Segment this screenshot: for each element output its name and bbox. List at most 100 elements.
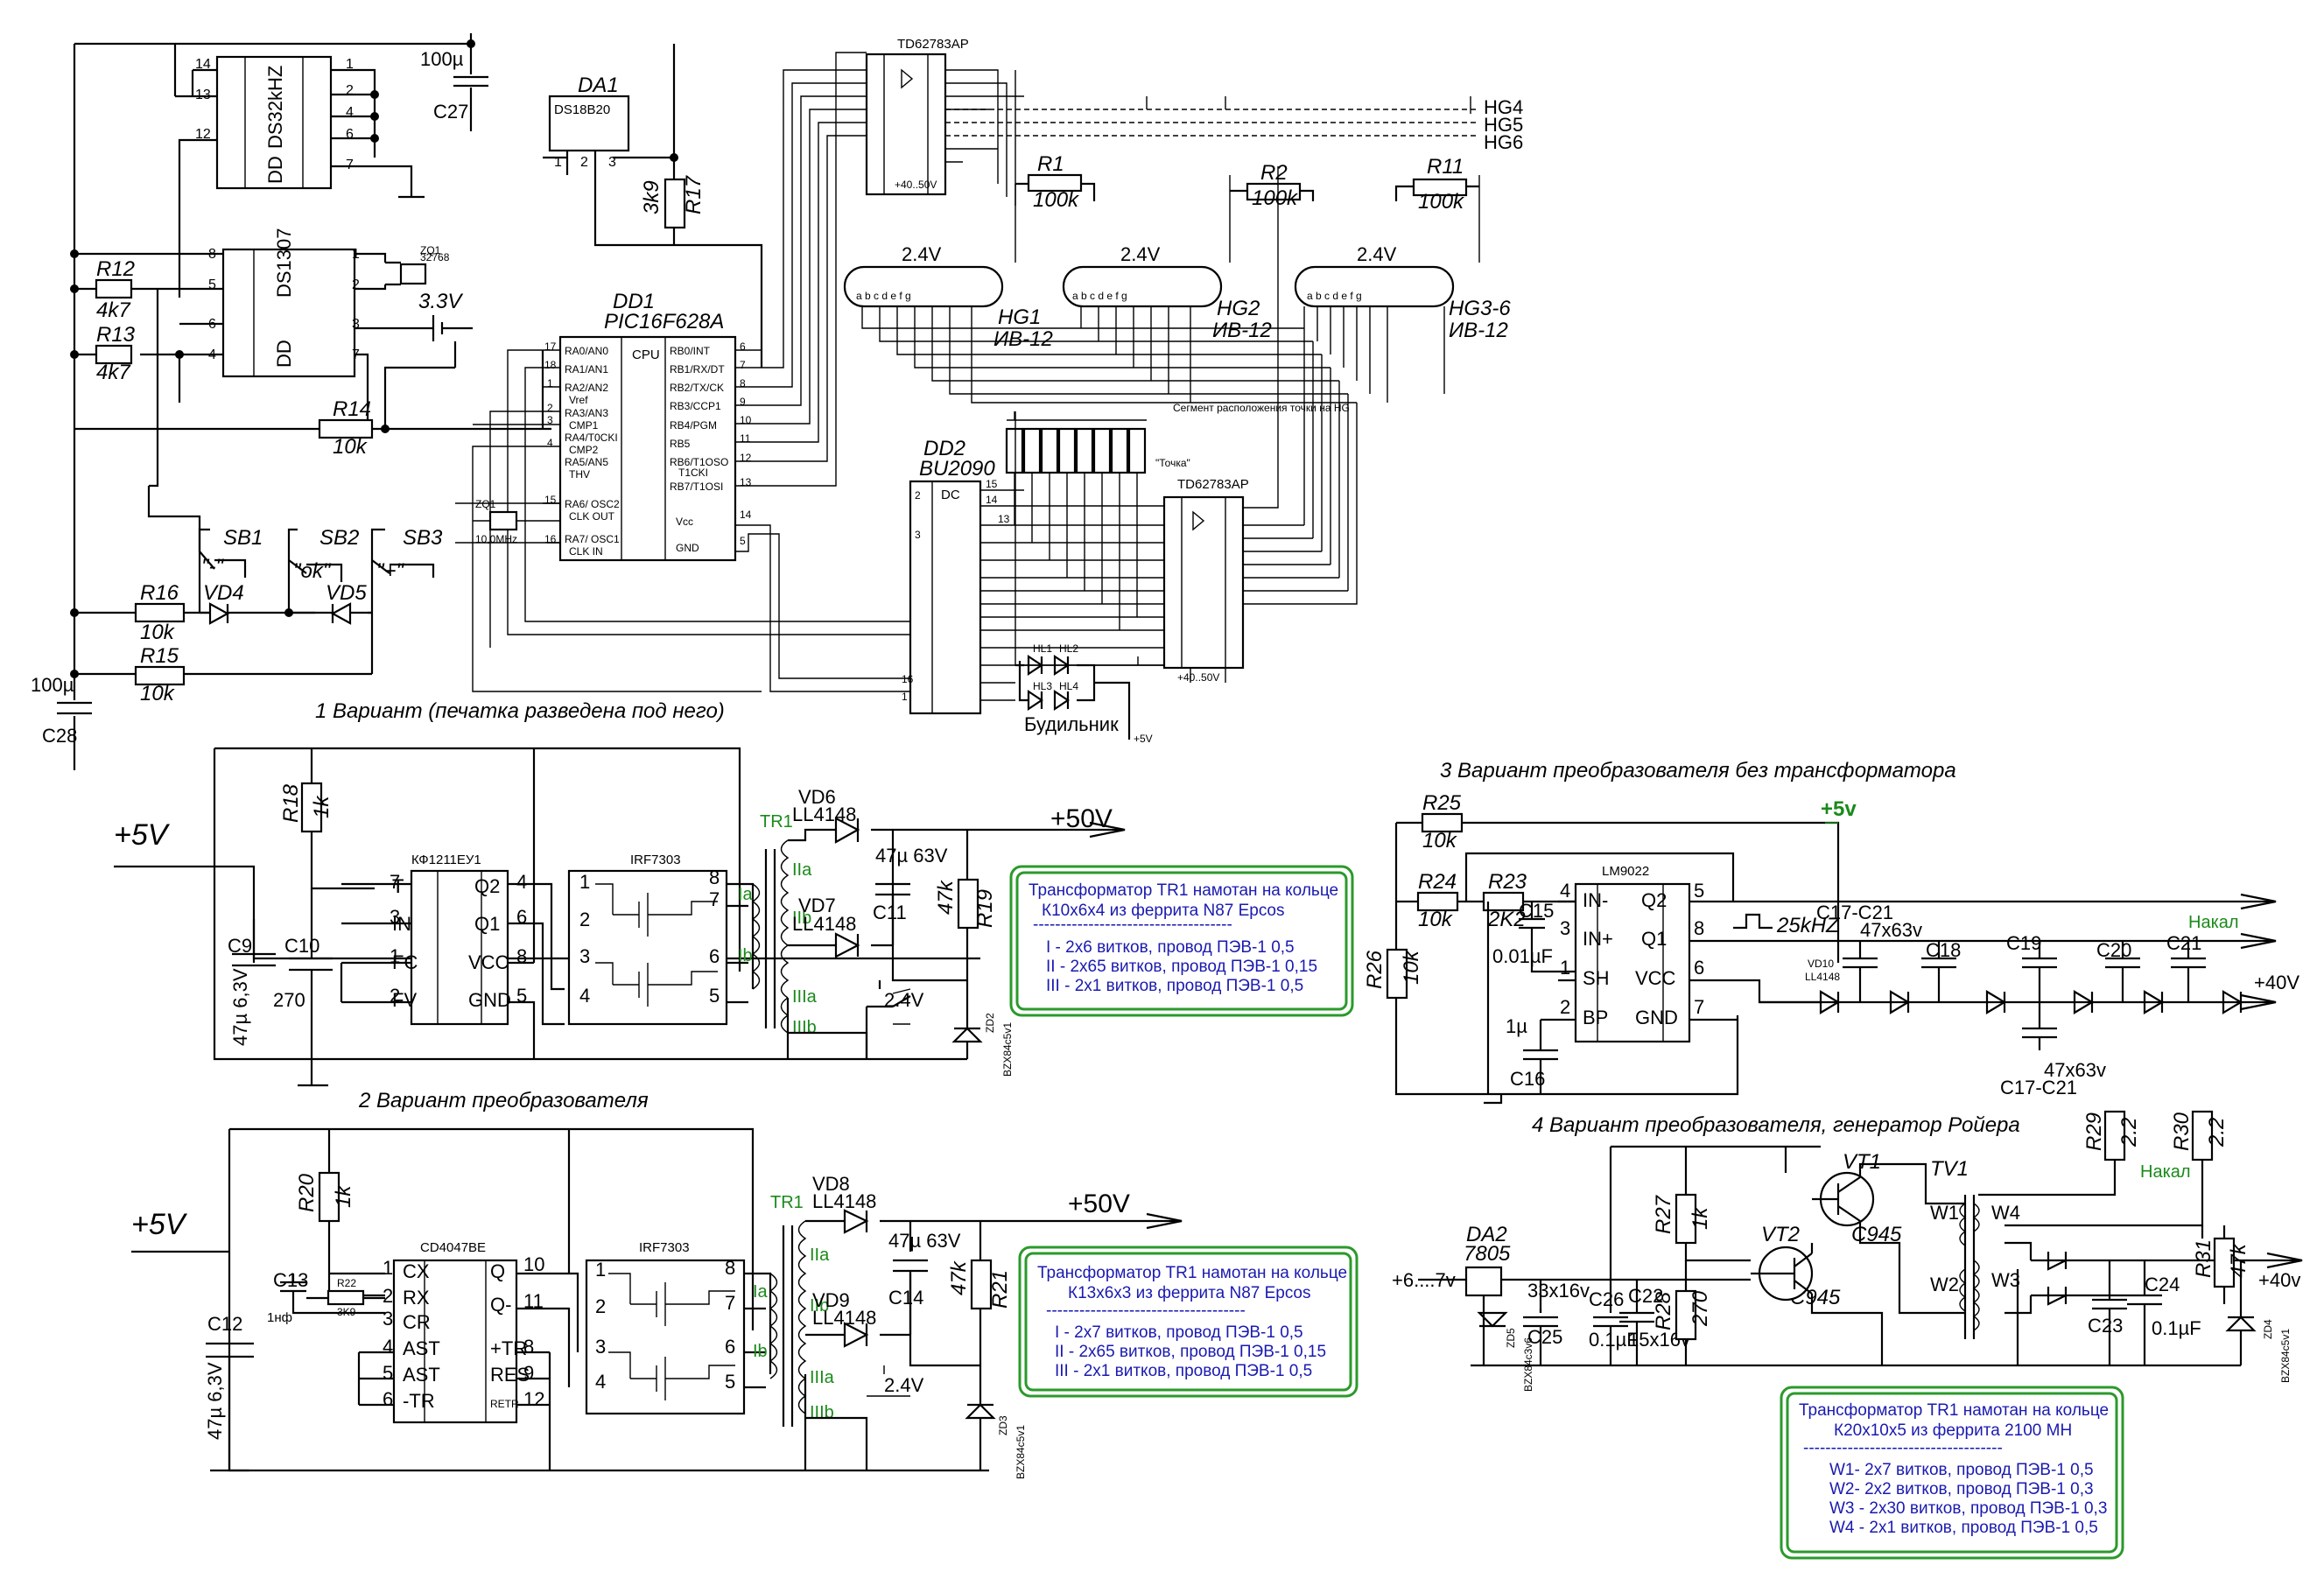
zd3-zener: ZD3 BZX84c5v1: [965, 1403, 1027, 1479]
vd10-name: VD10: [1808, 958, 1834, 970]
sb3-name: SB3: [403, 526, 443, 550]
svg-text:5: 5: [740, 535, 746, 547]
svg-text:2: 2: [915, 489, 921, 502]
svg-text:1: 1: [383, 1257, 393, 1279]
c18-name: C18: [1926, 939, 1961, 961]
svg-text:CMP1: CMP1: [569, 419, 599, 432]
resistor-array: Сегмент расположения точки на HG "Точка": [1005, 402, 1350, 630]
svg-text:1: 1: [346, 57, 354, 72]
c14-name: C14: [888, 1287, 923, 1309]
svg-text:RB5: RB5: [670, 438, 691, 450]
buttons-block: SB1 "-" SB2 "ok" SB3 "+": [147, 486, 443, 674]
svg-text:RA7/ OSC1: RA7/ OSC1: [565, 533, 620, 545]
battery-3v3: 3.3V: [418, 290, 473, 341]
r29-name: R29: [2082, 1112, 2106, 1151]
svg-text:5: 5: [208, 277, 216, 292]
svg-text:10: 10: [523, 1253, 544, 1275]
hg3-voltage: 2.4V: [1357, 243, 1397, 265]
c11-value: 47µ 63V: [875, 845, 948, 867]
r19-value: 47k: [934, 879, 958, 915]
w2-name: W2: [1930, 1274, 1959, 1295]
hg3-name: HG3-6: [1449, 297, 1511, 320]
v3-freq: 25kHZ: [1776, 914, 1840, 937]
variant1-label: 1 Вариант (печатка разведена под него): [315, 699, 725, 723]
cd4047-name: CD4047BE: [420, 1240, 486, 1255]
zd4-name: ZD4: [2262, 1319, 2274, 1339]
svg-text:16: 16: [902, 673, 914, 685]
ds18b20-block: DA1 DS18B20 1 2 3: [543, 44, 763, 368]
svg-text:2: 2: [346, 83, 354, 98]
svg-text:a b c d e f g: a b c d e f g: [856, 290, 911, 302]
r25-name: R25: [1422, 791, 1462, 815]
c26-value: 0.1µF: [1589, 1329, 1639, 1351]
c24-value: 0.1µF: [2152, 1317, 2201, 1339]
vd9-name: VD9: [812, 1289, 850, 1311]
lm9022-chip: LM9022 IN- IN+ SH BP Q2 Q1 VCC GND 43 12…: [1560, 864, 1704, 1043]
svg-text:6: 6: [725, 1336, 735, 1358]
svg-text:6: 6: [346, 127, 354, 142]
svg-text:10: 10: [740, 414, 752, 426]
svg-text:3: 3: [547, 414, 553, 426]
note-variant4: Трансформатор TR1 намотан на кольце К20х…: [1780, 1386, 2124, 1560]
bu2090-dc: DC: [941, 488, 960, 502]
v2-iiib: IIIb: [810, 1403, 834, 1422]
svg-text:16: 16: [544, 533, 557, 545]
td2-name: TD62783AP: [1177, 477, 1249, 492]
n3-l2: W2- 2x2 витков, провод ПЭВ-1 0,3: [1829, 1480, 2094, 1498]
svg-text:9: 9: [523, 1362, 534, 1384]
svg-text:12: 12: [195, 127, 211, 142]
svg-text:RB4/PGM: RB4/PGM: [670, 419, 717, 432]
svg-text:T: T: [392, 875, 404, 897]
v1-iia: IIa: [792, 860, 812, 880]
zd3-name: ZD3: [997, 1415, 1009, 1435]
c26-capacitor: C26 0.1µF: [1589, 1288, 1639, 1365]
r28-name: R28: [1652, 1291, 1675, 1330]
r2-value: 100k: [1252, 186, 1299, 210]
zq1-name: ZQ1: [475, 498, 496, 510]
svg-text:VCC: VCC: [468, 951, 509, 973]
c12-capacitor: C12 47µ 6,3V: [204, 1313, 254, 1472]
hg1-voltage: 2.4V: [902, 243, 942, 265]
r25-resistor: R25 10k: [1421, 791, 1464, 853]
r13-resistor: R13 4k7: [95, 323, 136, 384]
n2-l2: II - 2x65 витков, провод ПЭВ-1 0,15: [1055, 1343, 1326, 1361]
sb2-button: SB2 "ok": [287, 526, 359, 583]
svg-text:3: 3: [595, 1336, 606, 1358]
td62783-top: TD62783AP +40..50V: [865, 37, 969, 196]
r2-resistor: R2 100k: [1230, 161, 1315, 210]
svg-text:Q1: Q1: [474, 913, 500, 935]
hg4-label: HG4: [1484, 96, 1523, 118]
svg-text:6: 6: [383, 1388, 393, 1410]
r16-value: 10k: [140, 621, 176, 644]
c13-value: 1нф: [267, 1310, 292, 1325]
vd4-diode: VD4: [203, 581, 244, 625]
c27-name: C27: [433, 101, 468, 123]
v1-ib: Ib: [738, 946, 753, 965]
sb2-label: "ok": [293, 559, 332, 583]
svg-text:GND: GND: [1635, 1007, 1678, 1028]
c27-capacitor: 100µ C27: [420, 44, 488, 131]
svg-text:+40..50V: +40..50V: [895, 179, 937, 191]
svg-text:6: 6: [709, 945, 720, 967]
r15-resistor: R15 10k: [134, 644, 186, 705]
svg-text:HL1: HL1: [1033, 642, 1052, 655]
zd2-type: BZX84c5v1: [1001, 1022, 1014, 1077]
r14-resistor: R14 10k: [318, 397, 374, 459]
r1-name: R1: [1037, 152, 1064, 176]
sb1-button: SB1 "-": [198, 526, 263, 579]
svg-text:4: 4: [547, 437, 553, 449]
tr1-label: TR1: [760, 812, 793, 832]
irf2-name: IRF7303: [639, 1240, 690, 1255]
vd6-diode: VD6 LL4148: [792, 786, 860, 844]
svg-text:RB2/TX/CK: RB2/TX/CK: [670, 382, 724, 394]
r28-resistor: R28 270: [1652, 1260, 1712, 1365]
c16-name: C16: [1510, 1068, 1545, 1090]
hg5-label: HG5: [1484, 114, 1523, 136]
svg-text:8: 8: [516, 945, 527, 967]
c14-value: 47µ 63V: [888, 1230, 961, 1252]
r13-name: R13: [96, 323, 136, 347]
sb3-button: SB3 "+": [370, 526, 443, 583]
n3-sep: ------------------------------------: [1803, 1439, 2003, 1457]
c28-name: C28: [42, 725, 77, 747]
